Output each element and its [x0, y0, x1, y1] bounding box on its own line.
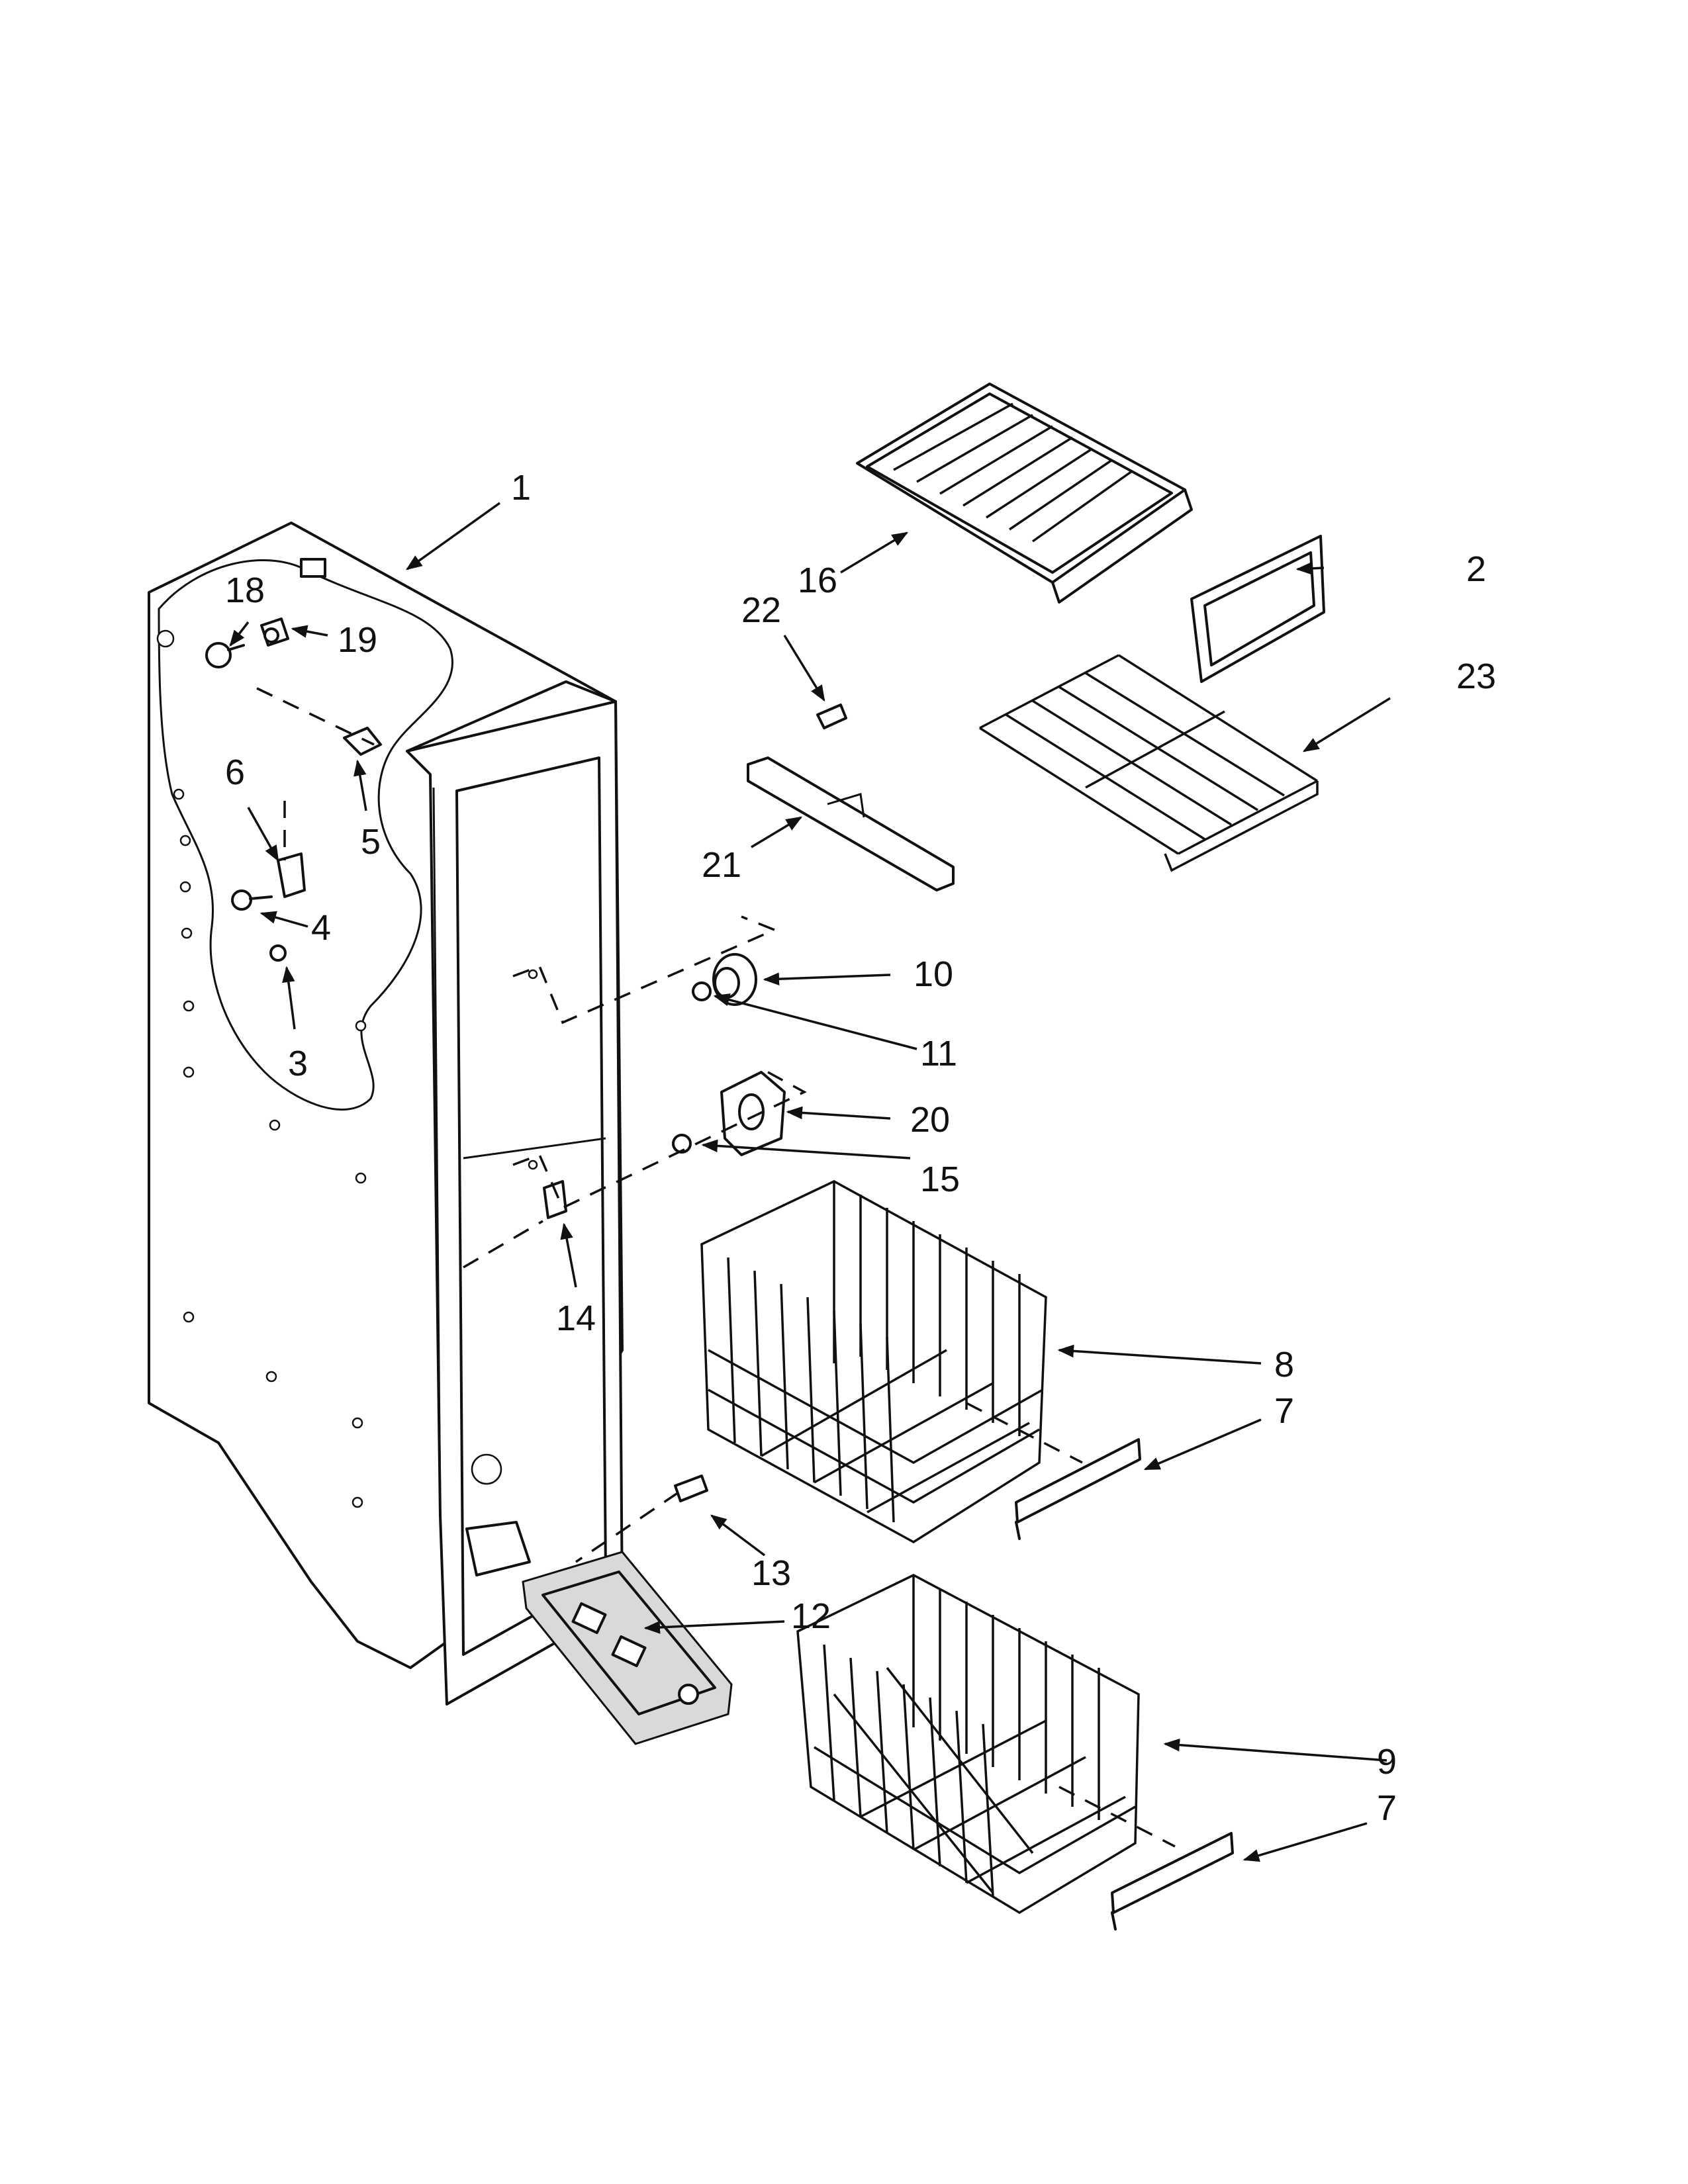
callout-20: 20: [910, 1100, 950, 1140]
light-socket: [260, 617, 289, 647]
upper-shelf: [856, 383, 1193, 604]
callout-11: 11: [920, 1034, 957, 1073]
hinge-stop-switch: [543, 1180, 567, 1219]
trim-screw: [674, 1475, 708, 1502]
callout-14: 14: [556, 1298, 596, 1338]
leader-lines: [229, 502, 1391, 1862]
callout-16: 16: [798, 561, 837, 600]
basket-divider-lower: [1111, 1832, 1234, 1931]
callout-9: 9: [1377, 1742, 1397, 1782]
screw-4: [231, 889, 273, 911]
roller-assembly: [692, 953, 757, 1006]
callout-21: 21: [702, 845, 741, 885]
wire-shelf: [979, 654, 1319, 872]
callout-19: 19: [338, 620, 377, 660]
slide-bracket: [672, 1071, 786, 1156]
callout-1: 1: [511, 468, 531, 508]
shelf-retainer: [1190, 535, 1325, 683]
callout-13: 13: [751, 1553, 791, 1593]
callout-3: 3: [288, 1044, 308, 1083]
basket-divider-upper: [1015, 1438, 1141, 1540]
callout-2: 2: [1466, 549, 1486, 589]
callout-8: 8: [1274, 1345, 1294, 1385]
cross-rail: [747, 756, 955, 891]
callout-15: 15: [920, 1160, 960, 1199]
callout-7-lower: 7: [1377, 1788, 1397, 1828]
light-bulb: [205, 642, 245, 668]
lower-basket: [796, 1574, 1140, 1915]
callout-4: 4: [311, 908, 331, 948]
thermostat-bracket: [277, 852, 306, 898]
upper-basket: [700, 1180, 1047, 1544]
damper-clip: [343, 727, 382, 756]
callout-18: 18: [225, 570, 265, 610]
callout-23: 23: [1456, 657, 1496, 696]
screw-3: [269, 944, 287, 962]
bottom-trim: [522, 1551, 733, 1745]
callout-6: 6: [225, 752, 245, 792]
callout-12: 12: [791, 1596, 831, 1636]
callout-10: 10: [914, 954, 953, 994]
callout-labels: 1 2 3 4 5 6 7 7 8 9 10 11 12 13 14 15 16…: [225, 468, 1496, 1828]
rail-screw: [816, 704, 847, 729]
freezer-liner: [148, 522, 624, 1706]
callout-22: 22: [741, 590, 781, 630]
callout-7-upper: 7: [1274, 1391, 1294, 1431]
callout-5: 5: [361, 822, 381, 862]
